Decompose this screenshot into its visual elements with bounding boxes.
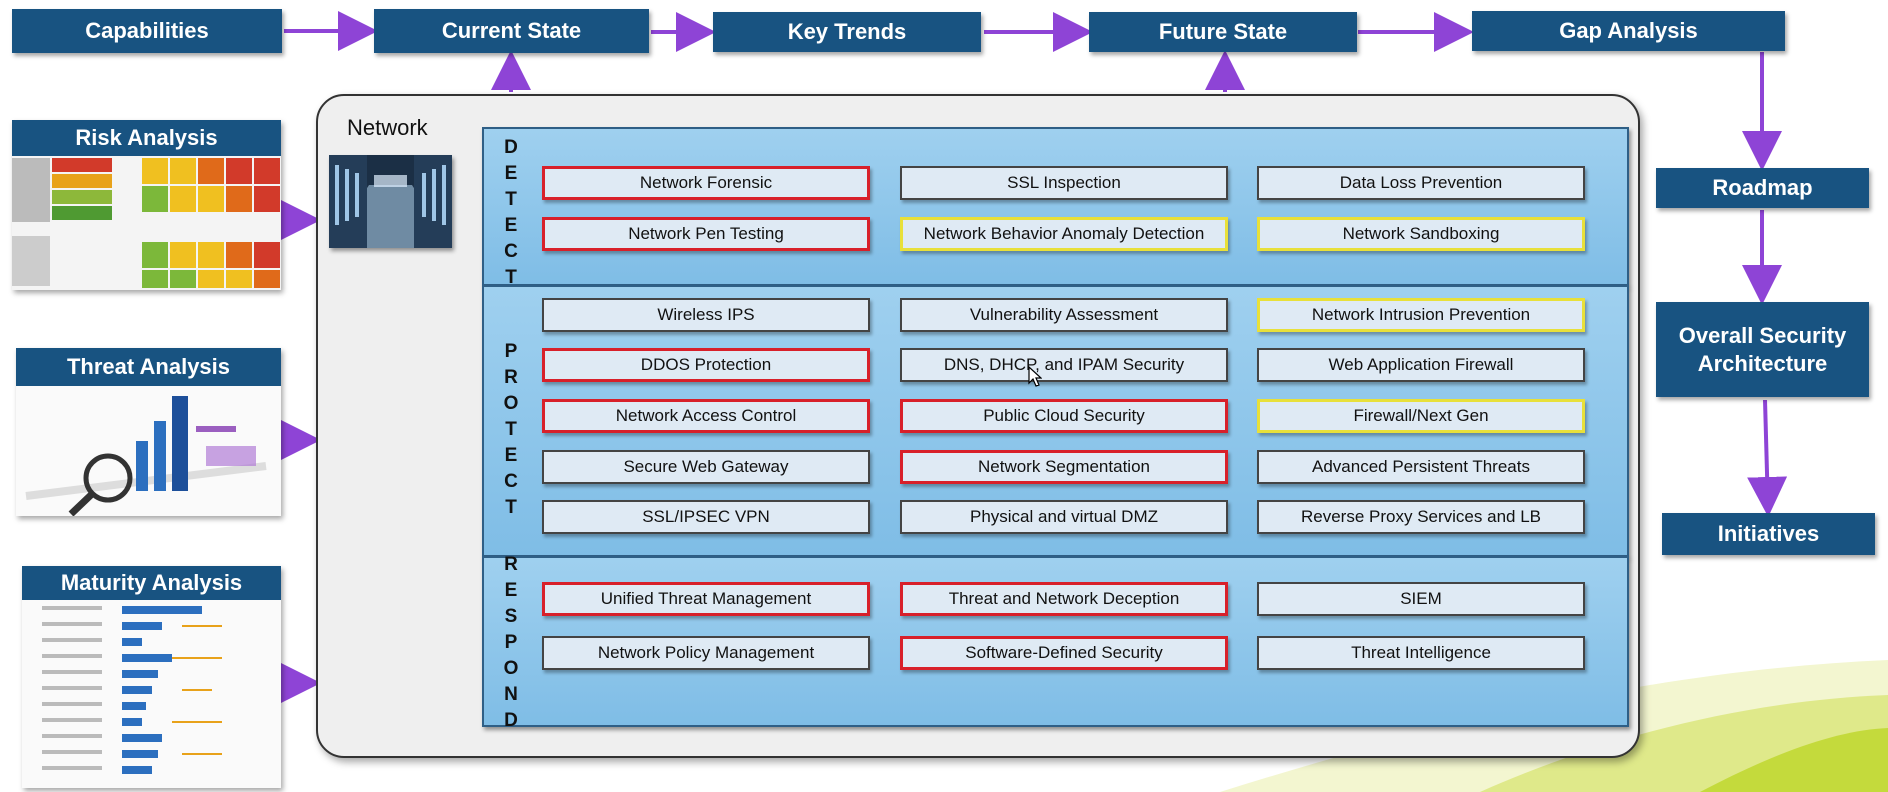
key-trends-header: Key Trends bbox=[713, 12, 981, 52]
risk-analysis-title: Risk Analysis bbox=[12, 120, 281, 156]
maturity-chart-thumbnail bbox=[22, 600, 281, 788]
capability-box: Reverse Proxy Services and LB bbox=[1257, 500, 1585, 534]
capability-box: SSL Inspection bbox=[900, 166, 1228, 200]
threat-analysis-title: Threat Analysis bbox=[16, 348, 281, 386]
capability-box: Vulnerability Assessment bbox=[900, 298, 1228, 332]
maturity-analysis-title: Maturity Analysis bbox=[22, 566, 281, 600]
data-center-image bbox=[329, 155, 452, 248]
risk-matrix-thumbnail bbox=[12, 156, 281, 290]
capability-box: Network Access Control bbox=[542, 399, 870, 433]
capability-box: SIEM bbox=[1257, 582, 1585, 616]
capability-box: Secure Web Gateway bbox=[542, 450, 870, 484]
capability-box: Network Policy Management bbox=[542, 636, 870, 670]
capabilities-header: Capabilities bbox=[12, 9, 282, 53]
detect-section bbox=[482, 127, 1629, 286]
threat-chart-thumbnail bbox=[16, 386, 281, 516]
capability-box: Firewall/Next Gen bbox=[1257, 399, 1585, 433]
capability-box: Public Cloud Security bbox=[900, 399, 1228, 433]
capability-box: Threat and Network Deception bbox=[900, 582, 1228, 616]
overall-security-architecture-box: Overall Security Architecture bbox=[1656, 302, 1869, 397]
current-state-header: Current State bbox=[374, 9, 649, 53]
capability-box: Network Sandboxing bbox=[1257, 217, 1585, 251]
network-title: Network bbox=[347, 115, 428, 140]
capability-box: Physical and virtual DMZ bbox=[900, 500, 1228, 534]
capability-box: Network Behavior Anomaly Detection bbox=[900, 217, 1228, 251]
capability-box: Threat Intelligence bbox=[1257, 636, 1585, 670]
maturity-analysis-card: Maturity Analysis bbox=[22, 566, 281, 788]
capability-box: SSL/IPSEC VPN bbox=[542, 500, 870, 534]
capability-box: Software-Defined Security bbox=[900, 636, 1228, 670]
future-state-header: Future State bbox=[1089, 12, 1357, 52]
capability-box: DDOS Protection bbox=[542, 348, 870, 382]
capability-box: Advanced Persistent Threats bbox=[1257, 450, 1585, 484]
mouse-pointer-icon bbox=[1028, 366, 1042, 387]
roadmap-box: Roadmap bbox=[1656, 168, 1869, 208]
initiatives-box: Initiatives bbox=[1662, 513, 1875, 555]
capability-box: Network Intrusion Prevention bbox=[1257, 298, 1585, 332]
capability-box: DNS, DHCP, and IPAM Security bbox=[900, 348, 1228, 382]
capability-box: Unified Threat Management bbox=[542, 582, 870, 616]
capability-box: Network Forensic bbox=[542, 166, 870, 200]
capability-box: Network Segmentation bbox=[900, 450, 1228, 484]
capability-box: Wireless IPS bbox=[542, 298, 870, 332]
gap-analysis-header: Gap Analysis bbox=[1472, 11, 1785, 51]
capability-box: Web Application Firewall bbox=[1257, 348, 1585, 382]
risk-analysis-card: Risk Analysis bbox=[12, 120, 281, 290]
capability-box: Network Pen Testing bbox=[542, 217, 870, 251]
capability-box: Data Loss Prevention bbox=[1257, 166, 1585, 200]
threat-analysis-card: Threat Analysis bbox=[16, 348, 281, 516]
